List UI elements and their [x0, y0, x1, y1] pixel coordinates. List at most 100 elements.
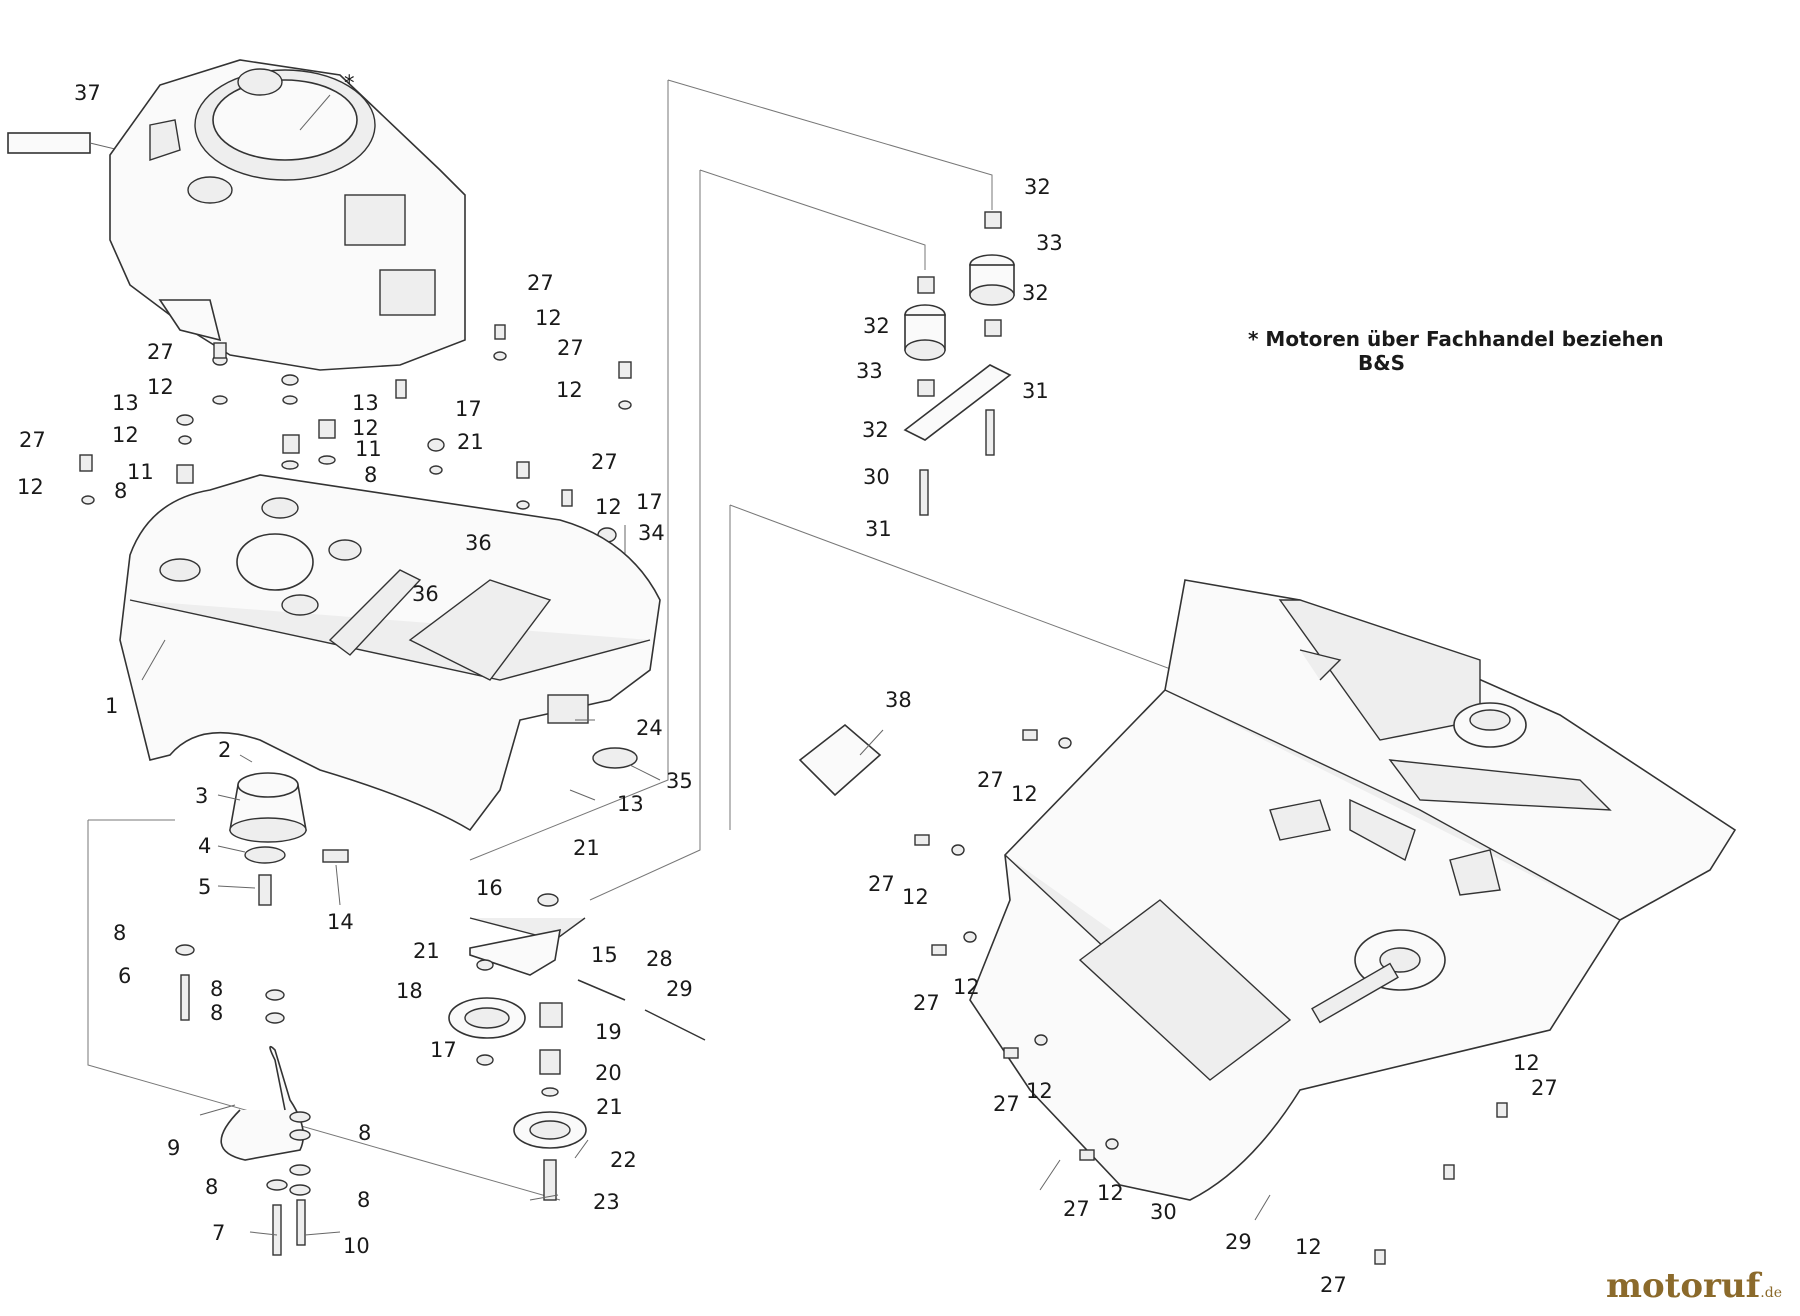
callout-27: 27 [527, 271, 554, 295]
callout-18: 18 [396, 979, 423, 1003]
callout-27: 27 [591, 450, 618, 474]
callout-28: 28 [646, 947, 673, 971]
callout-16: 16 [476, 876, 503, 900]
callout-6: 6 [118, 964, 131, 988]
callout-3: 3 [195, 784, 208, 808]
callout-32: 32 [1024, 175, 1051, 199]
callout-13: 13 [112, 391, 139, 415]
callout-27: 27 [977, 768, 1004, 792]
callout-8: 8 [364, 463, 377, 487]
callout-20: 20 [595, 1061, 622, 1085]
note-line-2: B&S [1358, 351, 1405, 375]
callout-32: 32 [1022, 281, 1049, 305]
supplier-note: * Motoren über Fachhandel beziehen B&S [1248, 327, 1664, 375]
callout-30: 30 [863, 465, 890, 489]
callout-21: 21 [413, 939, 440, 963]
callout-13: 13 [352, 391, 379, 415]
callout-19: 19 [595, 1020, 622, 1044]
deck-housing [119, 474, 661, 832]
callout-8: 8 [210, 977, 223, 1001]
callout-27: 27 [1531, 1076, 1558, 1100]
callout-9: 9 [167, 1136, 180, 1160]
drive-belt [220, 1045, 311, 1256]
callout-12: 12 [1097, 1181, 1124, 1205]
callout-27: 27 [868, 872, 895, 896]
callout-8: 8 [210, 1001, 223, 1025]
callout-12: 12 [352, 416, 379, 440]
engine-mounts [903, 211, 1015, 516]
callout-12: 12 [556, 378, 583, 402]
idler-assembly [448, 893, 706, 1201]
callout-12: 12 [902, 885, 929, 909]
assembly-guide-lines [87, 79, 1201, 1201]
callout-32: 32 [863, 314, 890, 338]
callout-29: 29 [666, 977, 693, 1001]
callout-engine-star: * [344, 71, 355, 95]
callout-36: 36 [465, 531, 492, 555]
callout-1: 1 [105, 694, 118, 718]
callout-8: 8 [113, 921, 126, 945]
callout-21: 21 [457, 430, 484, 454]
chute-frame [969, 579, 1737, 1201]
callout-5: 5 [198, 875, 211, 899]
callout-15: 15 [591, 943, 618, 967]
callout-37: 37 [74, 81, 101, 105]
callout-22: 22 [610, 1148, 637, 1172]
callout-27: 27 [1063, 1197, 1090, 1221]
callout-36: 36 [412, 582, 439, 606]
callout-34: 34 [638, 521, 665, 545]
leader-lines [141, 94, 1271, 1236]
callout-8: 8 [205, 1175, 218, 1199]
callout-27: 27 [19, 428, 46, 452]
brand-suffix: .de [1760, 1285, 1782, 1301]
callout-27: 27 [557, 336, 584, 360]
callout-12: 12 [112, 423, 139, 447]
brand-name: motoruf [1606, 1266, 1761, 1306]
callout-27: 27 [147, 340, 174, 364]
callout-17: 17 [455, 397, 482, 421]
callout-31: 31 [865, 517, 892, 541]
callout-2: 2 [218, 738, 231, 762]
pulley-stack [175, 772, 349, 1024]
callout-17: 17 [636, 490, 663, 514]
callout-8: 8 [358, 1121, 371, 1145]
callout-38: 38 [885, 688, 912, 712]
callout-11: 11 [355, 437, 382, 461]
callout-12: 12 [1295, 1235, 1322, 1259]
callout-12: 12 [1026, 1079, 1053, 1103]
label-tag-38 [798, 723, 882, 797]
brand-watermark: motoruf.de [1606, 1266, 1782, 1306]
callout-33: 33 [1036, 231, 1063, 255]
label-plate-37 [7, 132, 141, 156]
hardware-washers-nuts [79, 324, 632, 610]
engine [109, 59, 466, 371]
callout-17: 17 [430, 1038, 457, 1062]
callout-12: 12 [1011, 782, 1038, 806]
callout-10: 10 [343, 1234, 370, 1258]
callout-29: 29 [1225, 1230, 1252, 1254]
callout-11: 11 [127, 460, 154, 484]
callout-21: 21 [573, 836, 600, 860]
callout-12: 12 [147, 375, 174, 399]
callout-7: 7 [212, 1221, 225, 1245]
callout-30: 30 [1150, 1200, 1177, 1224]
callout-8: 8 [357, 1188, 370, 1212]
callout-8: 8 [114, 479, 127, 503]
callout-14: 14 [327, 910, 354, 934]
callout-12: 12 [535, 306, 562, 330]
callout-32: 32 [862, 418, 889, 442]
callout-27: 27 [993, 1092, 1020, 1116]
chute-bolts [914, 729, 1508, 1265]
callout-31: 31 [1022, 379, 1049, 403]
callout-23: 23 [593, 1190, 620, 1214]
callout-21: 21 [596, 1095, 623, 1119]
callout-12: 12 [595, 495, 622, 519]
callout-12: 12 [953, 975, 980, 999]
callout-labels: 37 * 27 12 27 12 13 12 11 8 27 12 13 12 … [17, 71, 1558, 1297]
callout-27: 27 [913, 991, 940, 1015]
callout-12: 12 [17, 475, 44, 499]
callout-33: 33 [856, 359, 883, 383]
callout-35: 35 [666, 769, 693, 793]
callout-13: 13 [617, 792, 644, 816]
